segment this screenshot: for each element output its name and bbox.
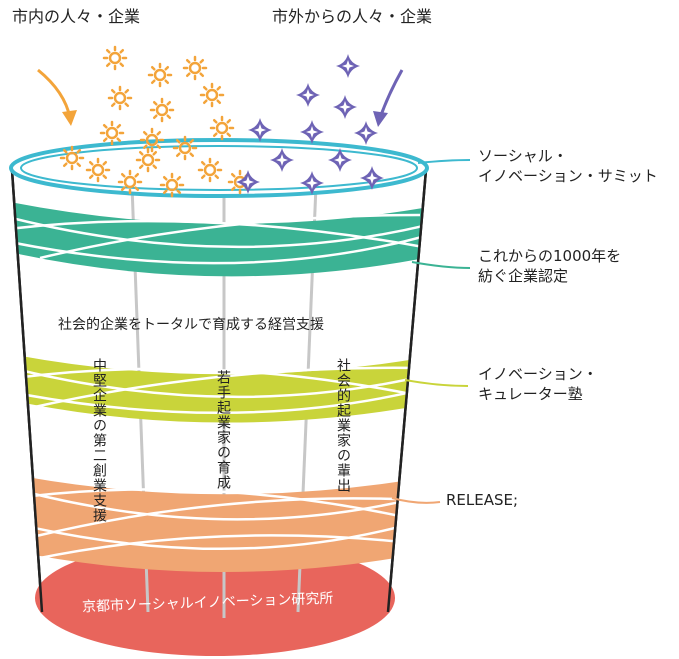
release-label: RELEASE;	[446, 491, 519, 509]
summit-label-line2: イノベーション・サミット	[478, 167, 658, 186]
curator-label-line1: イノベーション・	[478, 365, 598, 383]
sun-icon	[149, 97, 175, 123]
sparkle-star-icon	[333, 95, 357, 119]
sun-icon	[99, 120, 125, 146]
sun-icon	[199, 82, 225, 108]
cup-rim-inner	[20, 145, 418, 191]
curator-label: イノベーション・ キュレーター塾	[478, 364, 598, 405]
curved-arrow-icon	[373, 69, 404, 127]
certification-label: これからの1000年を 紡ぐ企業認定	[478, 246, 621, 287]
sparkle-star-icon	[336, 54, 360, 78]
top-label-left: 市内の人々・企業	[12, 7, 141, 26]
curator-label-line2: キュレーター塾	[478, 385, 583, 404]
management-support-text: 社会的企業をトータルで育成する経営支援	[58, 317, 324, 333]
pillar-center-text: 若手起業家の育成	[215, 370, 231, 490]
sun-icon	[102, 45, 128, 71]
sparkle-star-icon	[354, 121, 378, 145]
summit-label-line1: ソーシャル・	[478, 147, 568, 165]
certification-label-line1: これからの1000年を	[478, 247, 622, 265]
teal-band	[12, 200, 426, 277]
sun-icon	[107, 85, 133, 111]
certification-label-line2: 紡ぐ企業認定	[478, 267, 569, 286]
leader-lines	[391, 159, 471, 504]
sun-icon	[147, 62, 173, 88]
sun-icon	[209, 115, 235, 141]
curved-arrow-icon	[37, 68, 77, 126]
pillar-right-text: 社会的起業家の輩出	[335, 358, 351, 493]
cup-base	[35, 540, 395, 656]
top-label-right: 市外からの人々・企業	[272, 7, 433, 26]
sparkle-star-icon	[296, 83, 320, 107]
pillar-left-text: 中堅企業の第二創業支援	[91, 358, 107, 523]
sun-icon	[182, 55, 208, 81]
summit-label: ソーシャル・ イノベーション・サミット	[478, 146, 658, 187]
yellow-band	[12, 352, 426, 423]
orange-band	[12, 472, 426, 572]
